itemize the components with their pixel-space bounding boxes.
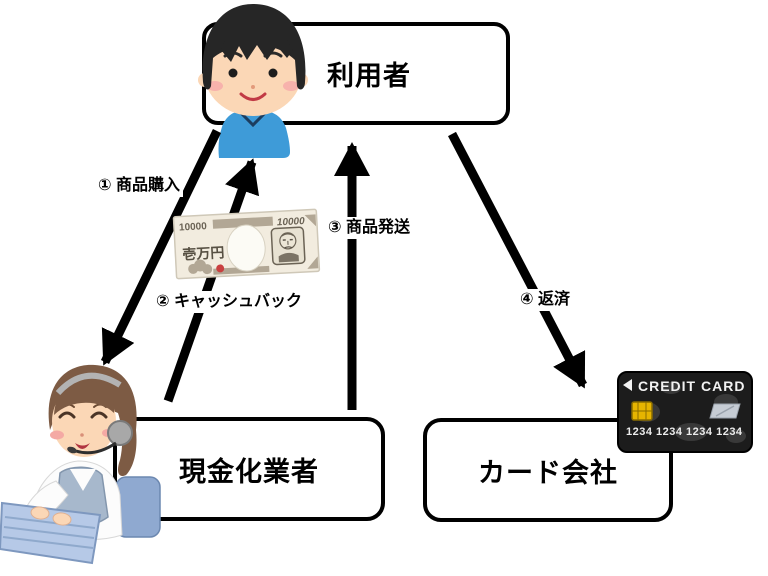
banknote-portrait <box>270 226 306 266</box>
arrow-label-purchase: ① 商品購入 <box>95 175 183 198</box>
boy-hair <box>202 4 306 90</box>
boy-head <box>198 4 308 116</box>
keyboard-key-rows <box>2 516 96 549</box>
banknote-watermark-oval <box>226 224 266 272</box>
card-company-node-label: カード会社 <box>478 457 618 488</box>
card-number-text: 1234 1234 1234 1234 <box>626 426 743 438</box>
headset-earcup <box>107 420 133 446</box>
card-body <box>617 371 753 453</box>
boy-nose <box>251 85 255 89</box>
boy-mouth <box>239 92 267 101</box>
banknote-value-left: 10000 <box>179 221 208 233</box>
arrow-purchase <box>100 129 222 366</box>
banknote-value-right: 10000 <box>277 216 306 228</box>
boy-eye-right <box>268 68 278 78</box>
card-chip-contacts <box>632 402 652 420</box>
banknote-cloud-ornament <box>188 259 213 275</box>
operator-hair-fringe <box>54 380 115 415</box>
boy-shirt <box>218 111 290 158</box>
operator-hand-left <box>30 506 50 520</box>
banknote-corner-wedge-bottom <box>307 256 319 269</box>
cash-converter-node-label: 現金化業者 <box>179 456 319 487</box>
banknote-corner-wedge-top <box>304 214 317 227</box>
operator-blush-left <box>50 430 64 440</box>
arrow-repayment <box>448 131 587 389</box>
card-left-arrow-icon <box>623 379 632 391</box>
credit-card-illustration: CREDIT CARD 1234 1234 1234 1234 <box>617 371 753 453</box>
operator-mouth <box>75 443 90 449</box>
boy-shirt-collar <box>237 109 269 128</box>
arrow-label-cashback: ② キャッシュバック <box>153 291 305 314</box>
user-node-label: 利用者 <box>327 61 411 91</box>
operator-hand-right <box>52 512 72 526</box>
operator-shirt-vneck <box>70 469 96 491</box>
boy-hair-fringe <box>221 40 293 62</box>
arrow-label-shipping: ③ 商品発送 <box>325 217 413 240</box>
boy-eye-left <box>228 68 238 78</box>
cash-converter-node-box: 現金化業者 <box>113 417 385 521</box>
banknote-denomination-text: 壱万円 <box>182 244 225 262</box>
banknote-illustration: 10000 10000 壱万円 <box>172 208 321 280</box>
user-character-illustration <box>198 4 308 158</box>
arrow-cashback <box>163 158 260 403</box>
card-brand-text: CREDIT CARD <box>638 378 745 394</box>
operator-character-illustration <box>0 364 161 565</box>
headset-band <box>55 372 122 396</box>
boy-blush-right <box>283 81 299 91</box>
banknote-top-band <box>212 216 274 229</box>
headset-mic <box>67 446 77 454</box>
operator-eye-left <box>58 411 76 419</box>
banknote-red-seal <box>216 264 225 273</box>
operator-nose <box>80 433 84 437</box>
arrow-label-repayment: ④ 返済 <box>517 289 573 312</box>
operator-eye-right <box>90 411 108 419</box>
card-hologram-shine <box>715 405 735 417</box>
headset-mic-arm <box>75 441 117 455</box>
